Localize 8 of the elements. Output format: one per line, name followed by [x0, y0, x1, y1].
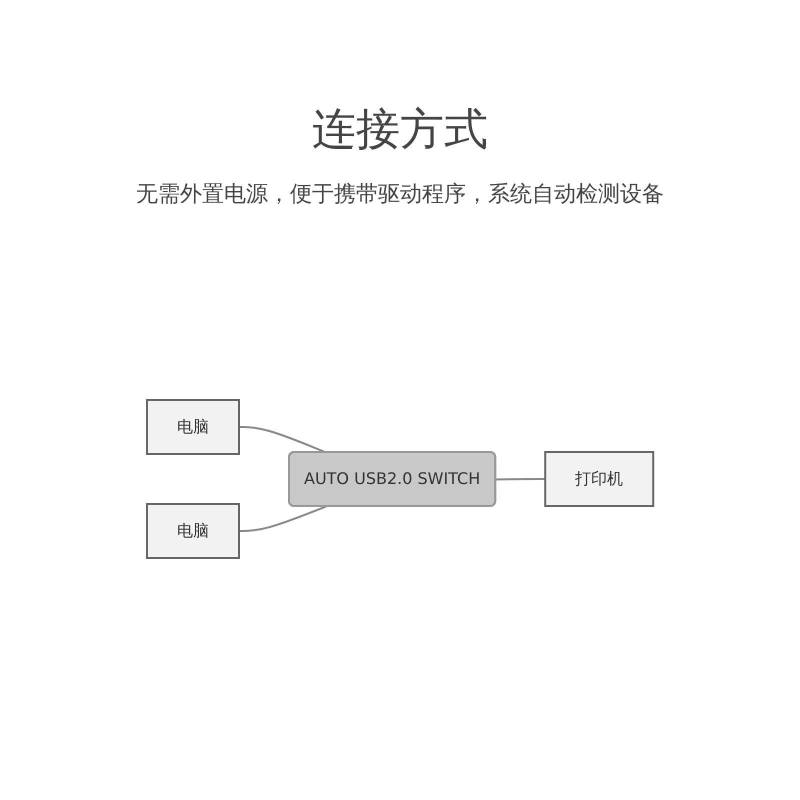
connector	[238, 506, 326, 532]
subtitle-text: 无需外置电源，便于携带驱动程序，系统自动检测设备	[136, 181, 664, 209]
node-box: 打印机	[544, 451, 654, 507]
title: 连接方式	[312, 103, 488, 157]
connector	[238, 426, 326, 454]
node-box: 电脑	[146, 399, 240, 455]
node-box: 电脑	[146, 503, 240, 559]
connector	[496, 478, 546, 480]
